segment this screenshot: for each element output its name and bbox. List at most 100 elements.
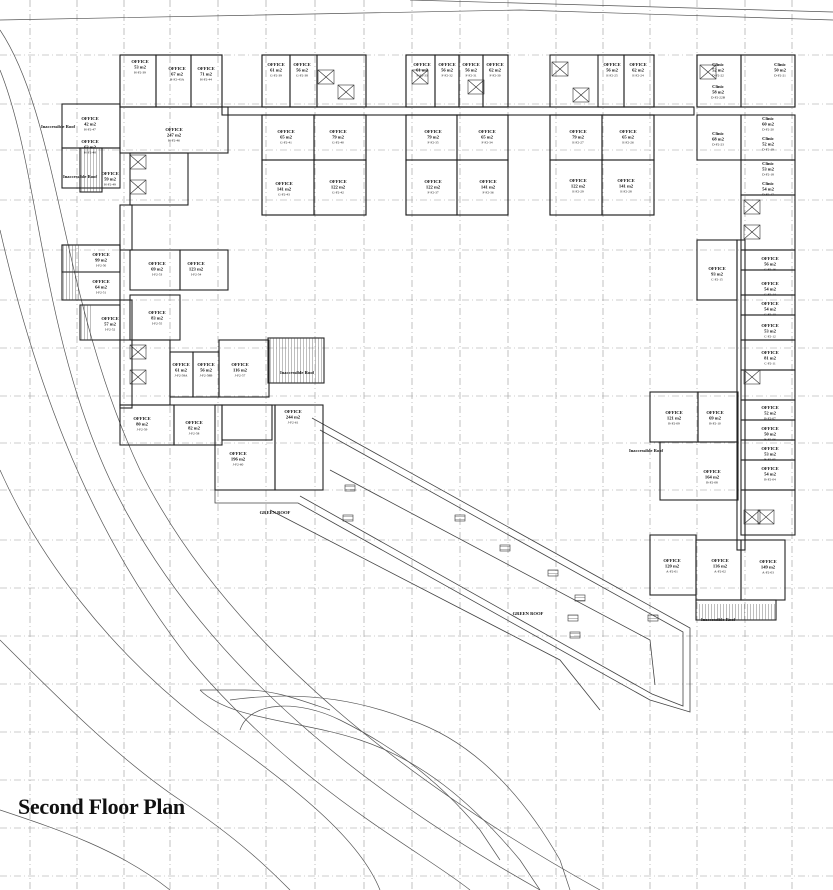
room-code: C-F2-14 <box>764 293 776 297</box>
green-roof-label-center: GREEN ROOF <box>513 611 544 616</box>
room-area: 65 m2 <box>622 135 635 140</box>
room-code: E-F2-27 <box>572 141 584 145</box>
stair-symbol <box>129 179 147 195</box>
room-code: F-F2-36 <box>482 191 493 195</box>
stair-diagonal <box>317 69 335 85</box>
room-type: OFFICE <box>267 62 284 67</box>
stair-diagonal <box>129 154 147 170</box>
roof-equipment <box>547 569 559 577</box>
inaccessible-roof-label-west-1: Inaccessible Roof <box>41 124 76 129</box>
roof-equipment <box>567 614 579 622</box>
room-type: OFFICE <box>293 62 310 67</box>
roof-equipment <box>344 484 356 492</box>
wall-room <box>740 54 796 108</box>
room-area: 54 m2 <box>764 287 777 292</box>
room-code: F-F2-34 <box>481 141 492 145</box>
inaccessible-roof-label-west-2: Inaccessible Roof <box>63 174 98 179</box>
room-code: G-F2-39 <box>270 74 282 78</box>
stair-diagonal <box>757 509 775 525</box>
room-type: OFFICE <box>229 451 246 456</box>
roof-equipment <box>574 594 586 602</box>
room-code: I-F2-51 <box>96 291 107 295</box>
stair-symbol <box>129 344 147 360</box>
roof-hatching <box>62 245 80 300</box>
site-curve <box>0 9 833 21</box>
room-type: OFFICE <box>629 62 646 67</box>
room-area: 244 m2 <box>286 415 301 420</box>
room-code: B-F2-06 <box>764 438 776 442</box>
room-code: H-F2-39 <box>134 71 146 75</box>
plan-title: Second Floor Plan <box>18 794 185 819</box>
room-type: OFFICE <box>462 62 479 67</box>
room-area: 59 m2 <box>104 177 117 182</box>
room-type: OFFICE <box>92 279 109 284</box>
room-type: OFFICE <box>761 256 778 261</box>
stair-symbol <box>467 79 485 95</box>
site-curve <box>0 809 171 890</box>
room-code: J-F2-57 <box>235 374 246 378</box>
room-type: OFFICE <box>708 266 725 271</box>
room-area: 122 m2 <box>426 185 441 190</box>
room-code: C-F2-13 <box>764 313 776 317</box>
room-type: OFFICE <box>275 181 292 186</box>
room-type: OFFICE <box>761 281 778 286</box>
wall-room <box>740 489 796 536</box>
room-type: OFFICE <box>168 66 185 71</box>
room-area: 99 m2 <box>95 258 108 263</box>
building-walls <box>61 54 796 621</box>
room-area: 56 m2 <box>606 68 619 73</box>
stair-diagonal <box>467 79 485 95</box>
wall-room <box>313 159 367 216</box>
room-area: 53 m2 <box>762 167 775 172</box>
room-type: OFFICE <box>569 129 586 134</box>
room-type: OFFICE <box>185 420 202 425</box>
room-area: 141 m2 <box>481 185 496 190</box>
room-area: 50 m2 <box>774 68 787 73</box>
site-curve <box>409 0 833 13</box>
wall-room <box>456 159 509 216</box>
room-area: 81 m2 <box>764 356 777 361</box>
roof-labels: GREEN ROOF GREEN ROOF Inaccessible Roof … <box>41 124 736 622</box>
room-area: 136 m2 <box>713 564 728 569</box>
room-code: J-F2-59 <box>137 428 148 432</box>
green-roof-walkway <box>269 509 601 711</box>
room-type: OFFICE <box>761 426 778 431</box>
green-roof-label-west: GREEN ROOF <box>260 510 291 515</box>
room-type: OFFICE <box>197 66 214 71</box>
room-area: 50 m2 <box>764 432 777 437</box>
room-type: OFFICE <box>711 558 728 563</box>
room-code: I-F2-50 <box>96 264 107 268</box>
room-area: 63 m2 <box>84 145 97 150</box>
room-code: F-F2-30 <box>489 74 500 78</box>
room-code: B-F2-10 <box>709 422 721 426</box>
stair-symbol <box>743 369 761 385</box>
room-area: 122 m2 <box>571 184 586 189</box>
room-area: 79 m2 <box>427 135 440 140</box>
room-code: G-F2-43 <box>278 193 290 197</box>
stair-symbol <box>551 61 569 77</box>
inaccessible-roof-label-south: Inaccessible Roof <box>701 617 736 622</box>
room-type: OFFICE <box>148 310 165 315</box>
room-type: OFFICE <box>197 362 214 367</box>
office-j-244 <box>274 404 324 491</box>
site-curve <box>199 689 541 890</box>
stair-symbol <box>411 69 429 85</box>
